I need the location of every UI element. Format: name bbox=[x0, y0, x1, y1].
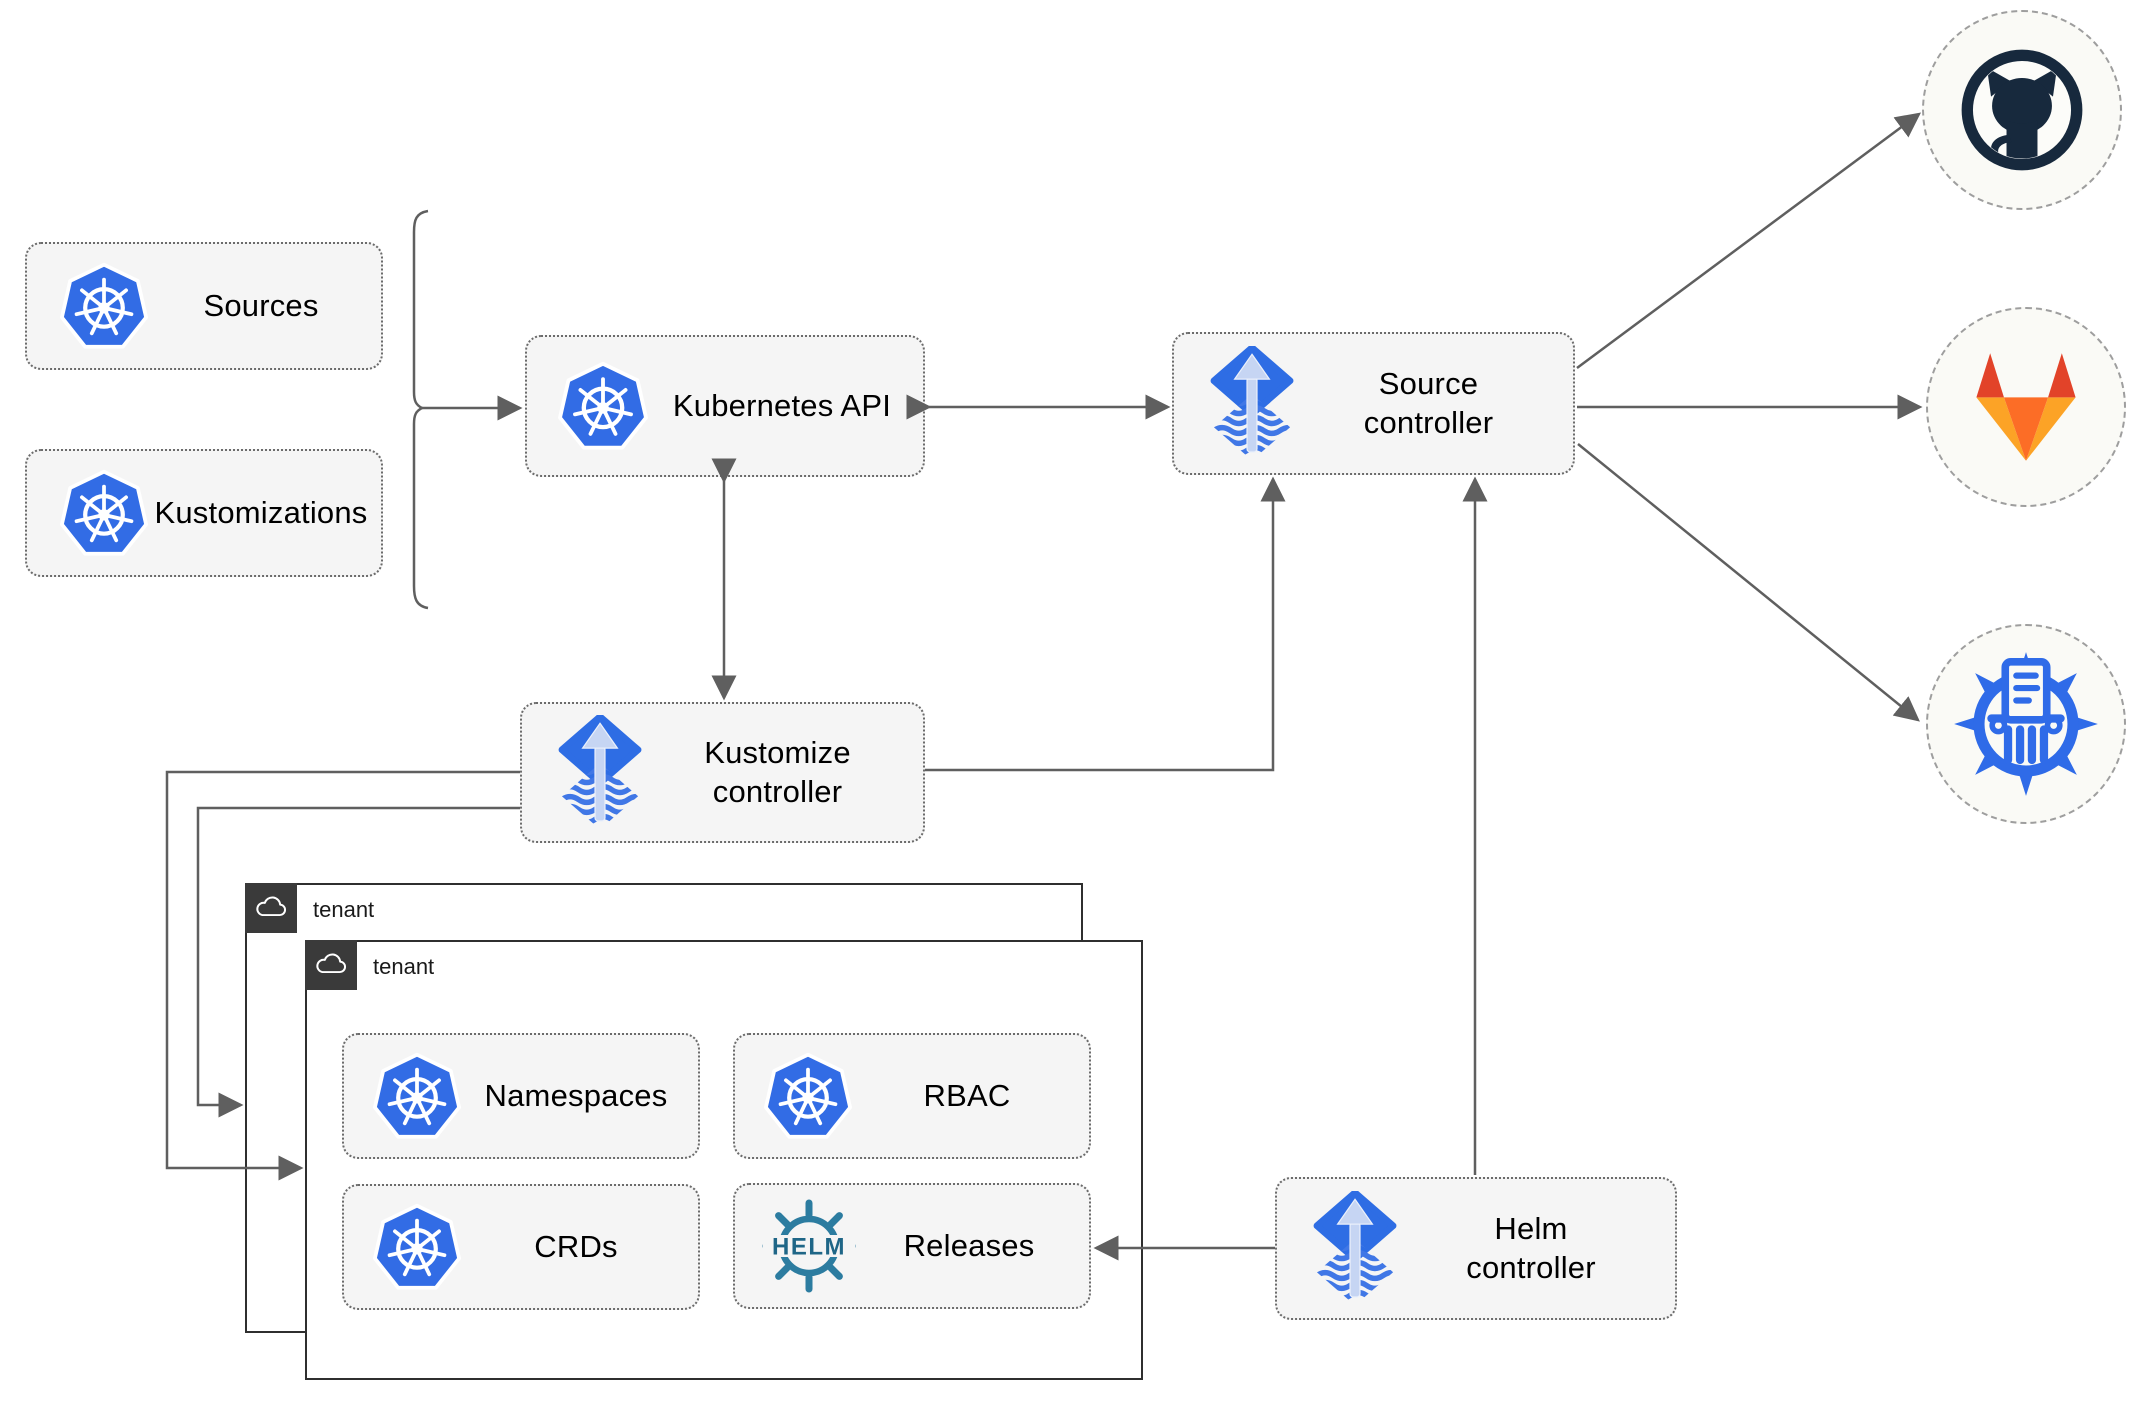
node-sources[interactable]: Sources bbox=[25, 242, 383, 370]
node-helm-controller[interactable]: Helm controller bbox=[1275, 1177, 1677, 1320]
tenant-group-front[interactable]: tenant bbox=[305, 940, 1143, 1380]
node-rbac-label: RBAC bbox=[923, 1077, 1011, 1113]
node-source-controller[interactable]: Source controller bbox=[1172, 332, 1575, 475]
flux-icon bbox=[1210, 346, 1294, 462]
kubernetes-icon bbox=[370, 1049, 464, 1143]
node-helm-controller-label: Helm controller bbox=[1466, 1210, 1596, 1285]
cloud-icon bbox=[256, 896, 287, 917]
kubernetes-icon bbox=[57, 466, 151, 560]
tenant-front-label: tenant bbox=[373, 954, 435, 979]
node-source-controller-label: Source controller bbox=[1363, 365, 1494, 440]
node-kubernetes-api-label: Kubernetes API bbox=[672, 387, 892, 423]
remote-github[interactable] bbox=[1922, 10, 2122, 210]
kubernetes-icon bbox=[761, 1049, 855, 1143]
node-kustomizations[interactable]: Kustomizations bbox=[25, 449, 383, 577]
node-namespaces[interactable]: Namespaces bbox=[342, 1033, 700, 1159]
node-kubernetes-api[interactable]: Kubernetes API bbox=[525, 335, 925, 477]
helm-wordmark: HELM bbox=[772, 1234, 846, 1261]
cloud-icon bbox=[316, 953, 347, 974]
flux-icon bbox=[1313, 1191, 1397, 1307]
remote-chart-repository[interactable] bbox=[1926, 624, 2126, 824]
node-releases-label: Releases bbox=[903, 1227, 1035, 1263]
flux-icon bbox=[558, 715, 642, 831]
bracket-sources-group bbox=[412, 209, 429, 610]
kubernetes-icon bbox=[57, 259, 151, 353]
node-kustomize-controller-label: Kustomize controller bbox=[704, 734, 851, 809]
github-icon bbox=[1958, 46, 2086, 174]
helm-icon: HELM bbox=[759, 1196, 859, 1296]
tenant-front-tab bbox=[305, 940, 357, 990]
tenant-back-tab bbox=[245, 883, 297, 933]
edge-source-to-github bbox=[1576, 112, 1922, 370]
node-kustomizations-label: Kustomizations bbox=[154, 494, 368, 530]
gitlab-icon bbox=[1976, 353, 2076, 461]
node-crds-label: CRDs bbox=[534, 1228, 618, 1264]
remote-gitlab[interactable] bbox=[1926, 307, 2126, 507]
kubernetes-icon bbox=[370, 1200, 464, 1294]
tenant-back-label: tenant bbox=[313, 897, 375, 922]
chart-repository-icon bbox=[1950, 648, 2102, 800]
edge-source-to-chartmuseum bbox=[1577, 443, 1920, 722]
node-kustomize-controller[interactable]: Kustomize controller bbox=[520, 702, 925, 843]
node-sources-label: Sources bbox=[203, 287, 319, 323]
node-rbac[interactable]: RBAC bbox=[733, 1033, 1091, 1159]
node-namespaces-label: Namespaces bbox=[484, 1077, 668, 1113]
node-crds[interactable]: CRDs bbox=[342, 1184, 700, 1310]
edge-kustomize-to-source bbox=[925, 476, 1286, 772]
kubernetes-icon bbox=[555, 358, 651, 454]
node-releases[interactable]: HELM Releases bbox=[733, 1183, 1091, 1309]
